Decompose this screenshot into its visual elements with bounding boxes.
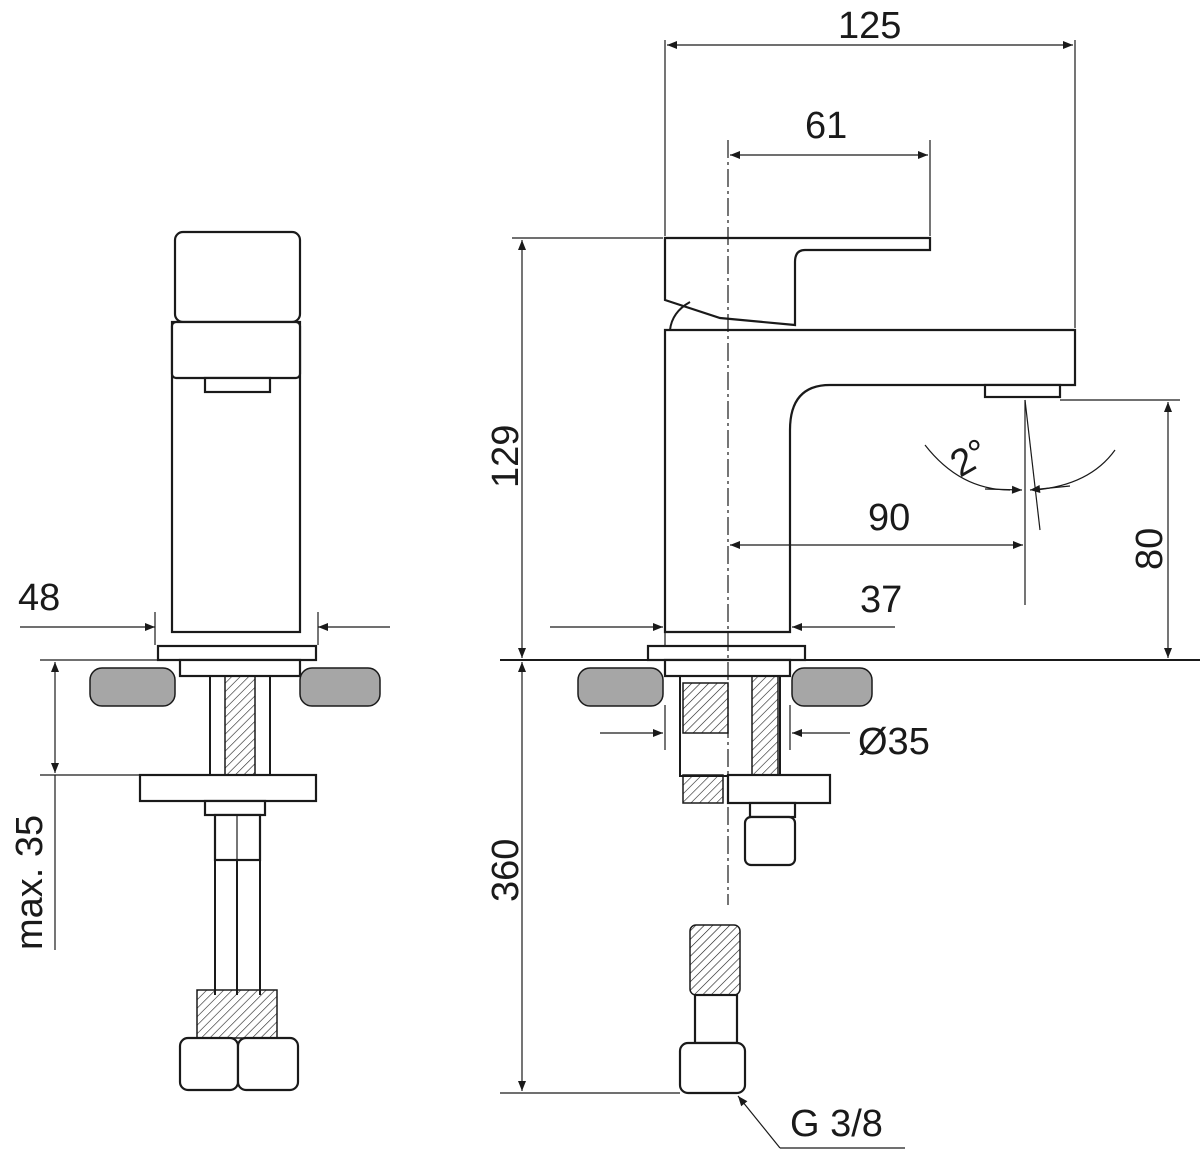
hose-stud [743,815,797,867]
base-plate-front [646,644,807,662]
aerator-front [983,383,1062,399]
dim-body-width: 48 [18,577,60,619]
countertop-right [299,667,381,707]
mounting-nut-side [138,773,318,803]
hose-front [689,924,741,996]
mounting-nut-front [726,773,832,805]
countertop-left-front [577,667,664,707]
dim-hole-diameter: Ø35 [858,721,930,763]
side-view: 48 max. 35 [9,230,390,1092]
dim-spout-reach: 90 [868,497,910,539]
dim-spout-angle: 2° [944,431,996,486]
aerator-side [203,376,272,394]
dim-handle-length: 61 [805,105,847,147]
handle-lever [663,236,932,327]
dim-height: 129 [485,425,527,488]
hose-fitting-side [196,989,278,1039]
dim-thread: G 3/8 [790,1103,883,1145]
threaded-rod-side [224,675,256,777]
front-view: 125 61 129 2° 90 80 37 Ø35 [485,5,1200,1149]
dim-body-depth: 37 [860,579,902,621]
dim-max-countertop: max. 35 [9,815,51,950]
dim-overall-length: 125 [838,5,901,47]
base-plate-side [156,644,318,662]
spout-body [663,328,1077,634]
countertop-right-front [791,667,873,707]
handle-side [173,230,302,324]
dim-spout-height: 80 [1129,528,1171,570]
countertop-left [89,667,176,707]
dim-hose-length: 360 [485,839,527,902]
hose-fitting-front [693,993,739,1045]
